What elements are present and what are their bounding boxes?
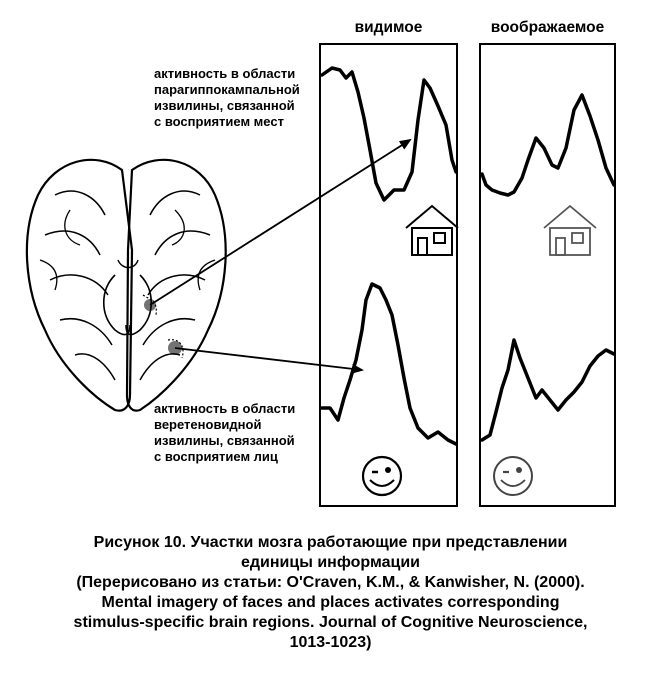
brain-icon [25, 158, 227, 412]
trace-bottom-seen [320, 282, 458, 446]
arrow-to-top-trace [149, 138, 412, 306]
panel-seen [319, 43, 458, 507]
caption-line: единицы информации [241, 554, 420, 571]
arrow-to-bottom-trace [174, 347, 364, 374]
winking-face-icon [493, 456, 533, 496]
trace-bottom-imagined [480, 338, 616, 442]
label-fusiform: активность в области веретеновидной изви… [154, 401, 296, 464]
column-title-imagined: воображаемое [490, 19, 605, 36]
label-parahippocampal: активность в области парагиппокампальной… [154, 66, 300, 129]
column-title-seen: видимое [354, 19, 423, 36]
trace-top-imagined [480, 93, 616, 197]
caption-line: Mental imagery of faces and places activ… [101, 594, 560, 611]
panel-imagined [479, 43, 616, 507]
caption-line: (Перерисовано из статьи: O'Craven, K.M.,… [76, 574, 585, 591]
house-icon [405, 204, 459, 256]
caption-line: stimulus-specific brain regions. Journal… [73, 614, 588, 631]
smiley-face-icon [361, 455, 403, 497]
caption-line: 1013-1023) [289, 634, 372, 651]
figure-caption: Рисунок 10. Участки мозга работающие при… [0, 533, 661, 653]
caption-line: Рисунок 10. Участки мозга работающие при… [93, 534, 568, 551]
trace-top-seen [320, 66, 458, 202]
house-icon [543, 204, 597, 256]
activity-traces [320, 66, 616, 446]
